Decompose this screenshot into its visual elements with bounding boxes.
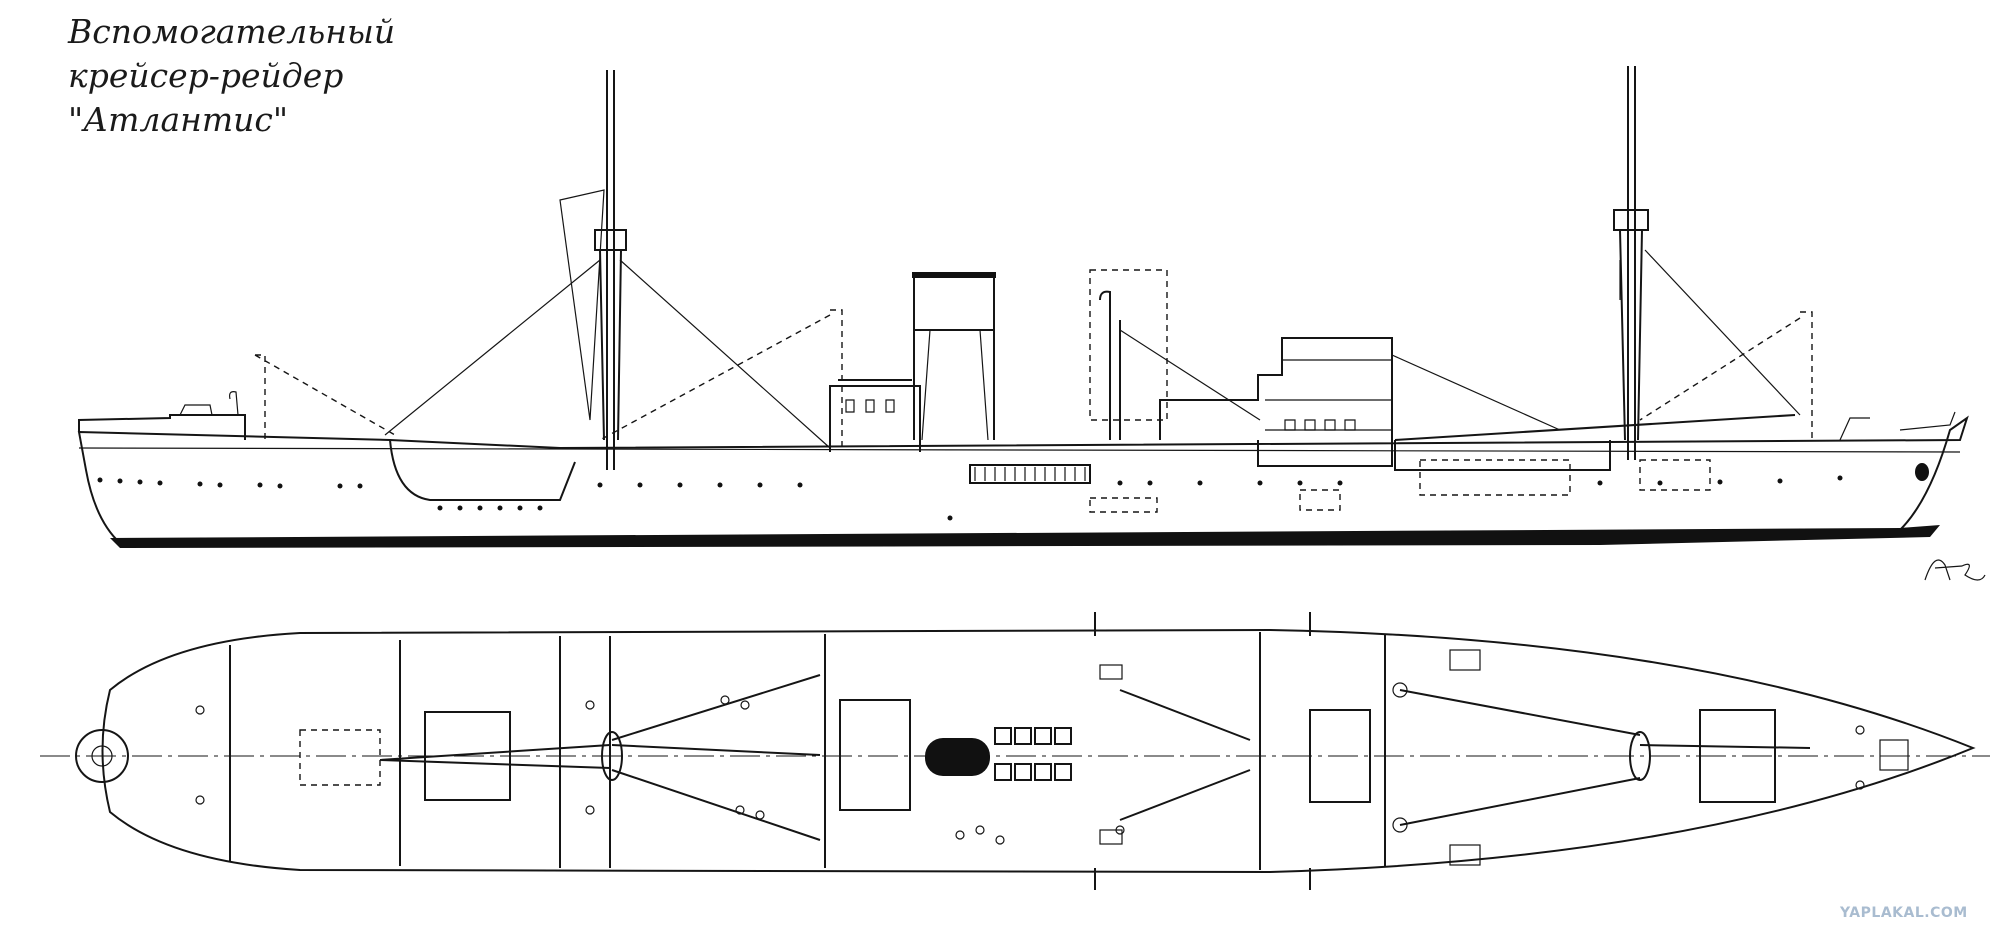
stern-gun [75,729,129,783]
bridge [1159,337,1393,511]
engine-vent-grille [969,464,1091,484]
deck-fittings [195,649,1909,866]
stern-house [78,414,246,440]
title-line-1: Вспомогательный [68,12,396,51]
drawing-title: Вспомогательный крейсер-рейдер "Атлантис… [68,10,395,142]
mast-fore [1394,66,1813,460]
mast-aft [384,70,843,470]
hull-side [77,415,1969,545]
derricks [379,674,1811,841]
keel [110,525,1940,548]
aft-house [829,379,921,452]
title-line-2: крейсер-рейдер [68,56,344,95]
funnel-plan [925,738,990,776]
side-profile [77,66,1969,548]
aft-well [1394,440,1611,471]
plan-view [40,612,1990,890]
title-line-3: "Атлантис" [68,100,289,139]
well-deck [389,439,576,501]
funnel [912,272,996,441]
watermark: YAPLAKAL.COM [1840,905,1968,921]
portholes [97,463,1929,521]
deck-line [78,447,1961,453]
deck-outline [101,628,1976,874]
signature [1924,559,1986,581]
